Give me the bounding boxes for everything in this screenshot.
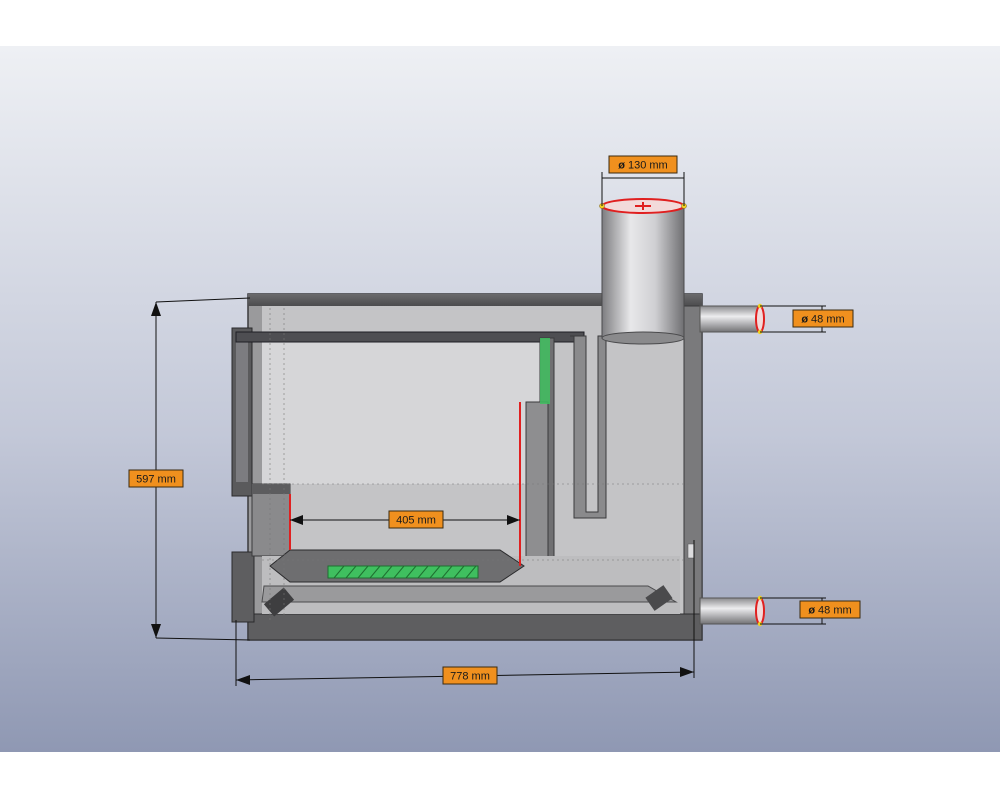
overall-width-value: 778 mm <box>450 671 490 683</box>
inner-width-value: 405 mm <box>396 515 436 527</box>
bottom-wall <box>247 613 703 641</box>
ashpit-door <box>231 551 255 623</box>
firebox-ceiling-plate <box>235 331 585 343</box>
inlet-block <box>645 585 673 611</box>
pipe-top-diameter-value: 48 mm <box>811 314 845 326</box>
pipe-top <box>699 303 765 335</box>
overall-height-value: 597 mm <box>136 474 176 486</box>
label-overall-width: 778 mm <box>442 666 498 685</box>
diameter-symbol: ø <box>618 160 625 172</box>
chimney-pipe <box>601 205 685 339</box>
chimney-pipe-bottom <box>601 331 685 345</box>
svg-text:ø48 mm: ø48 mm <box>808 605 851 617</box>
pipe-bottom <box>699 595 765 627</box>
door-glass <box>236 340 248 482</box>
stove-body <box>231 293 703 641</box>
baffle-section-hatch <box>540 338 550 404</box>
chimney-center-mark <box>635 202 651 210</box>
firebox-back-panel <box>262 338 542 484</box>
dimension-arrows <box>151 302 694 685</box>
lower-channel-wall <box>261 585 678 603</box>
hidden-lines <box>262 308 690 620</box>
chimney <box>599 198 687 345</box>
diameter-symbol: ø <box>801 314 808 326</box>
diameter-symbol: ø <box>808 605 815 617</box>
grate-hatching <box>333 565 477 579</box>
sensor-port <box>687 543 695 559</box>
pipe-bottom-diameter-value: 48 mm <box>818 605 852 617</box>
label-overall-height: 597 mm <box>128 469 184 488</box>
svg-text:ø48 mm: ø48 mm <box>801 314 844 326</box>
label-inner-width: 405 mm <box>388 510 444 529</box>
firebox-left-step-top <box>252 484 290 494</box>
firebox-left-step <box>251 483 291 557</box>
top-wall <box>248 294 702 306</box>
right-wall <box>683 305 703 627</box>
ash-door-handle <box>263 587 295 617</box>
chimney-diameter-value: 130 mm <box>628 160 668 172</box>
inner-baffle <box>525 401 549 579</box>
